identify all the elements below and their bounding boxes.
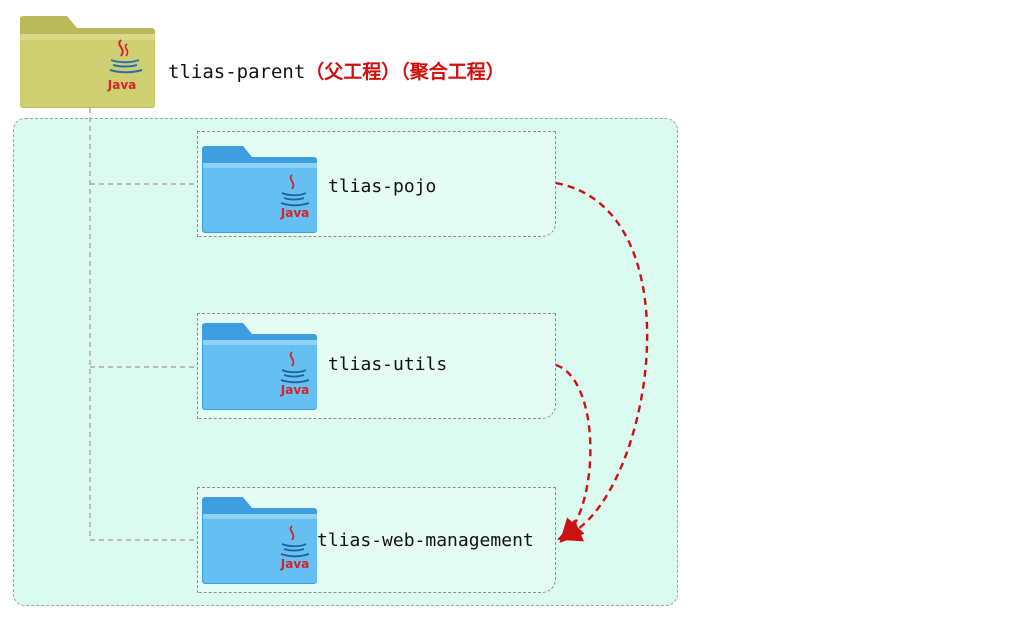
module-folder-icon-web-management (202, 497, 317, 584)
utils-java-label: Java (280, 383, 310, 397)
parent-title: tlias-parent（父工程）（聚合工程） (168, 63, 505, 82)
module-name-web-management: tlias-web-management (317, 530, 534, 551)
parent-label-aggregation-project: （聚合工程） (400, 61, 505, 83)
module-name-utils: tlias-utils (328, 354, 448, 375)
web-management-java-label: Java (280, 557, 310, 571)
dependency-arrow-pojo (555, 181, 649, 542)
parent-label-parent-project: （父工程） (305, 61, 401, 83)
module-folder-icon-utils (202, 323, 317, 410)
parent-name: tlias-parent (168, 61, 306, 83)
parent-java-label: Java (107, 78, 137, 92)
module-name-pojo: tlias-pojo (328, 176, 437, 197)
java-logo-icon (280, 174, 310, 207)
java-logo-icon (109, 39, 143, 74)
parent-folder-icon (20, 16, 155, 108)
module-folder-icon-pojo (202, 146, 317, 233)
dependency-arrow-utils (555, 363, 592, 543)
java-logo-icon (280, 351, 310, 384)
pojo-java-label: Java (280, 206, 310, 220)
java-logo-icon (280, 525, 310, 558)
